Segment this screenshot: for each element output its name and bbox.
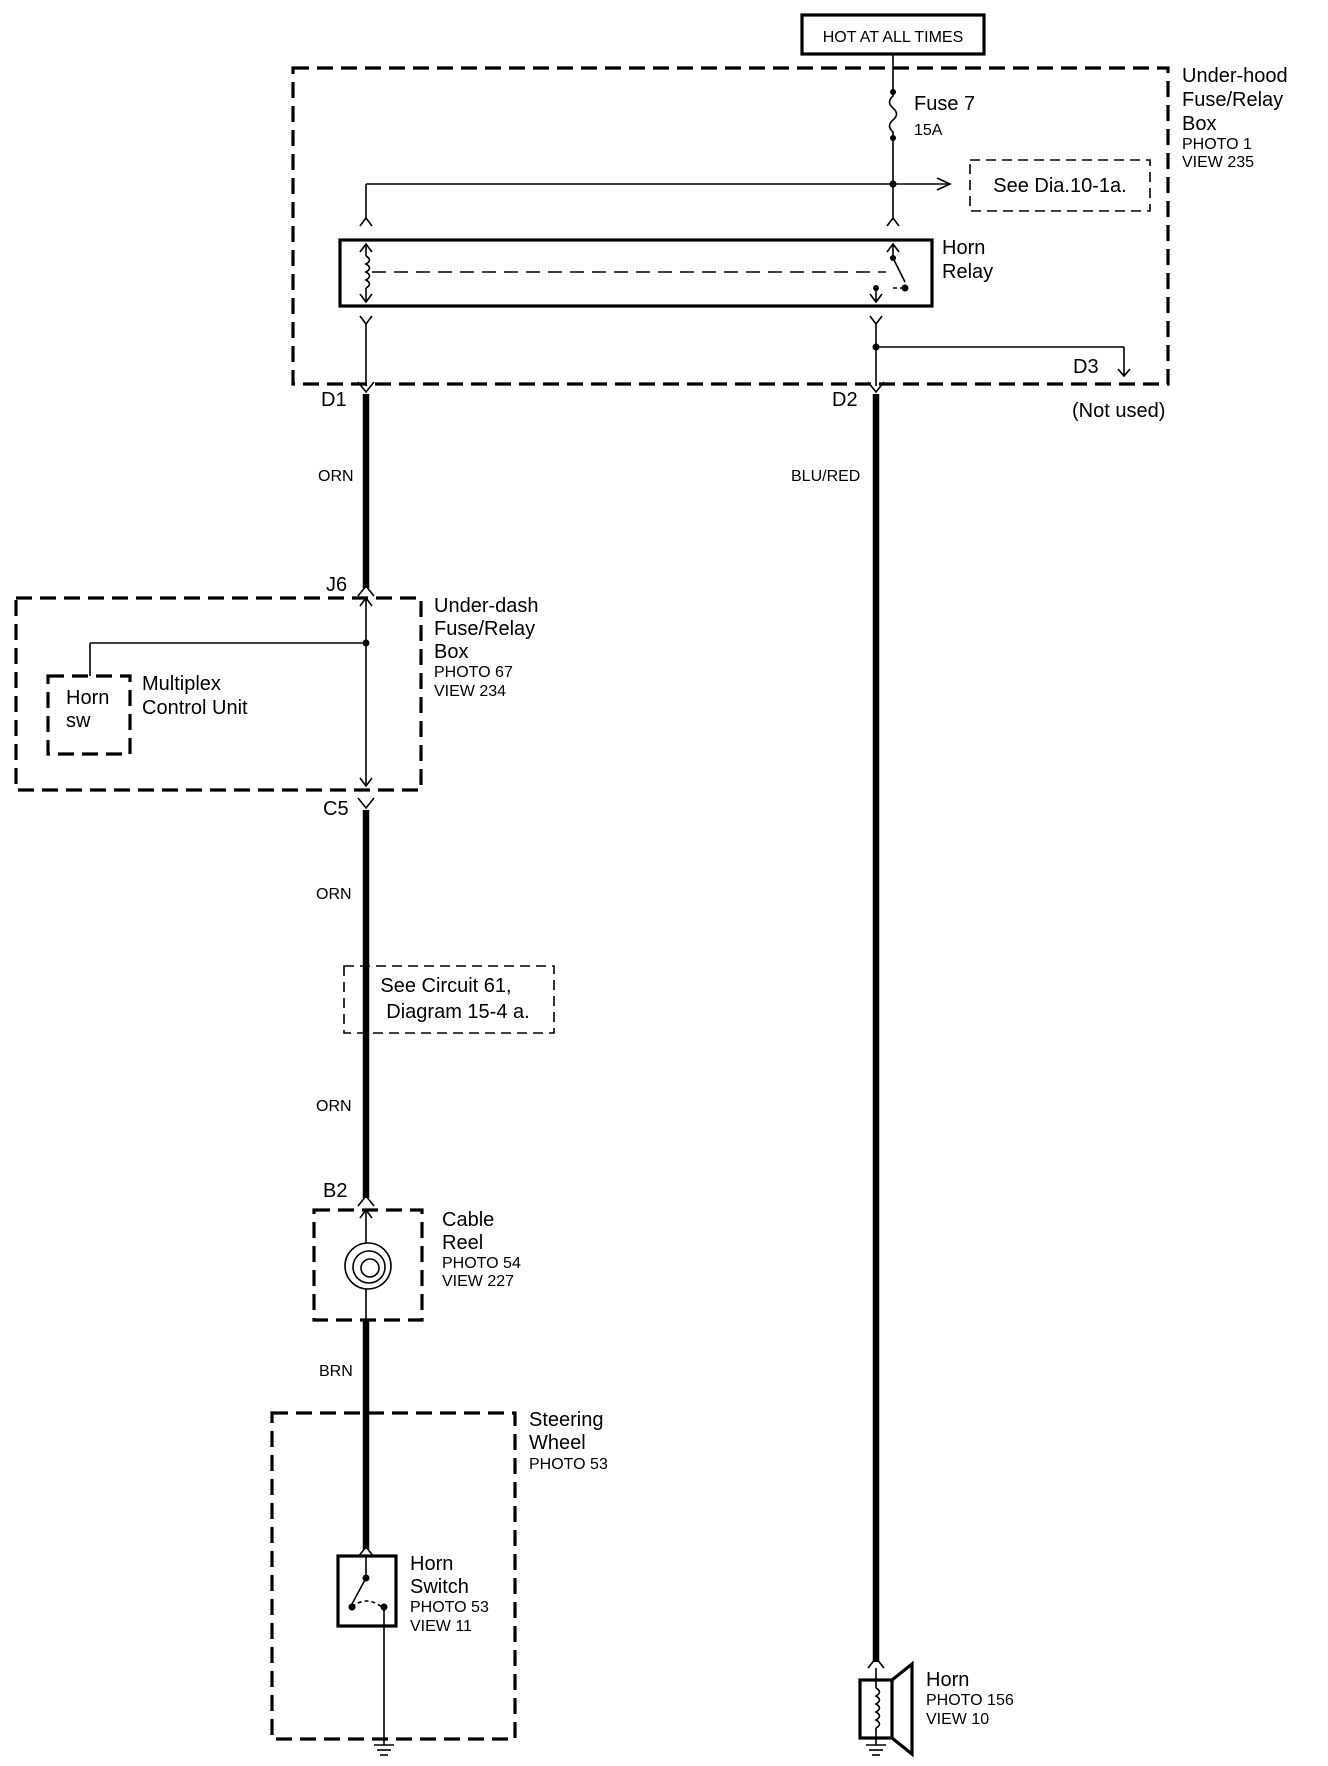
connector-d3-label: D3 xyxy=(1073,356,1099,378)
horn-relay-switch xyxy=(869,242,909,304)
underhood-box-photo: PHOTO 1 xyxy=(1182,136,1252,153)
wire-blu-red-label: BLU/RED xyxy=(791,468,860,485)
d3-connector xyxy=(1117,368,1131,378)
underdash-box-line3: Box xyxy=(434,641,468,663)
horn-icon xyxy=(858,1660,914,1758)
horn-sw-line1: Horn xyxy=(66,687,109,709)
fuse-symbol xyxy=(888,92,898,138)
steering-wheel-box xyxy=(270,1411,517,1741)
horn-relay-body xyxy=(338,238,934,308)
connector-d1 xyxy=(357,381,375,394)
connector-j6-label: J6 xyxy=(326,574,347,596)
fuse-rating: 15A xyxy=(914,122,943,139)
underdash-box-photo: PHOTO 67 xyxy=(434,664,513,681)
multiplex-line1: Multiplex xyxy=(142,673,221,695)
cable-reel-photo: PHOTO 54 xyxy=(442,1255,521,1272)
wire-orn-mid-label: ORN xyxy=(316,886,352,903)
horn-switch-photo: PHOTO 53 xyxy=(410,1599,489,1616)
steering-wheel-line1: Steering xyxy=(529,1409,604,1431)
steering-wheel-photo: PHOTO 53 xyxy=(529,1456,608,1473)
underhood-fuse-relay-box xyxy=(291,66,1170,386)
horn-sw-line2: sw xyxy=(66,710,91,732)
horn-name: Horn xyxy=(926,1669,969,1691)
horn-relay-line2: Relay xyxy=(942,261,993,283)
horn-photo: PHOTO 156 xyxy=(926,1692,1014,1709)
connector-d2-label: D2 xyxy=(832,389,858,411)
horn-switch-line2: Switch xyxy=(410,1576,469,1598)
relay-pin-bottom-right xyxy=(869,315,883,326)
underdash-box-view: VIEW 234 xyxy=(434,683,506,700)
horn-switch-line1: Horn xyxy=(410,1553,453,1575)
underdash-box-line2: Fuse/Relay xyxy=(434,618,535,640)
fuse-name: Fuse 7 xyxy=(914,93,975,115)
cable-reel-box xyxy=(312,1208,424,1322)
horn-switch-connector xyxy=(357,1545,375,1558)
multiplex-line2: Control Unit xyxy=(142,697,248,719)
see-circuit-line2: Diagram 15-4 a. xyxy=(386,1001,529,1023)
horn-relay-coil xyxy=(359,242,373,304)
hot-at-all-times-label: HOT AT ALL TIMES xyxy=(823,29,964,46)
underhood-box-line3: Box xyxy=(1182,113,1216,135)
horn-switch-ground-icon xyxy=(374,1744,394,1756)
connector-j6 xyxy=(357,584,375,597)
underhood-box-view: VIEW 235 xyxy=(1182,154,1254,171)
connector-b2 xyxy=(357,1194,375,1207)
see-dia-text: See Dia.10-1a. xyxy=(993,175,1126,197)
underdash-box-line1: Under-dash xyxy=(434,595,539,617)
horn-switch-contacts xyxy=(348,1556,388,1611)
wire-brn-label: BRN xyxy=(319,1363,353,1380)
see-circuit-box xyxy=(343,965,555,1034)
connector-b2-label: B2 xyxy=(323,1180,347,1202)
wire-orn-top-label: ORN xyxy=(318,468,354,485)
connector-c5-label: C5 xyxy=(323,798,349,820)
horn-switch-body xyxy=(336,1554,398,1628)
relay-pin-bottom-left xyxy=(359,315,373,326)
underhood-box-line2: Fuse/Relay xyxy=(1182,89,1283,111)
see-dia-box xyxy=(969,159,1151,212)
underhood-box-line1: Under-hood xyxy=(1182,65,1288,87)
underdash-fuse-relay-box xyxy=(14,596,423,792)
wire-orn-low-label: ORN xyxy=(316,1098,352,1115)
connector-d1-label: D1 xyxy=(321,389,347,411)
cable-reel-coil xyxy=(344,1242,392,1290)
see-dia-arrow xyxy=(936,177,952,191)
connector-c5 xyxy=(357,797,375,810)
see-circuit-line1: See Circuit 61, xyxy=(380,975,511,997)
horn-view: VIEW 10 xyxy=(926,1711,989,1728)
horn-switch-view: VIEW 11 xyxy=(410,1618,472,1635)
not-used-label: (Not used) xyxy=(1072,400,1165,422)
cable-reel-line1: Cable xyxy=(442,1209,494,1231)
relay-pin-top-left xyxy=(359,216,373,227)
relay-pin-top-right xyxy=(886,216,900,227)
steering-wheel-line2: Wheel xyxy=(529,1432,586,1454)
hot-at-all-times-label-box: HOT AT ALL TIMES xyxy=(800,13,986,56)
horn-relay-line1: Horn xyxy=(942,237,985,259)
connector-d2 xyxy=(867,381,885,394)
c5-internal-pin xyxy=(359,777,373,788)
cable-reel-view: VIEW 227 xyxy=(442,1273,514,1290)
horn-ground-icon xyxy=(866,1744,886,1756)
cable-reel-line2: Reel xyxy=(442,1232,483,1254)
horn-connector xyxy=(867,1656,885,1669)
horn-sw-box xyxy=(46,674,132,756)
